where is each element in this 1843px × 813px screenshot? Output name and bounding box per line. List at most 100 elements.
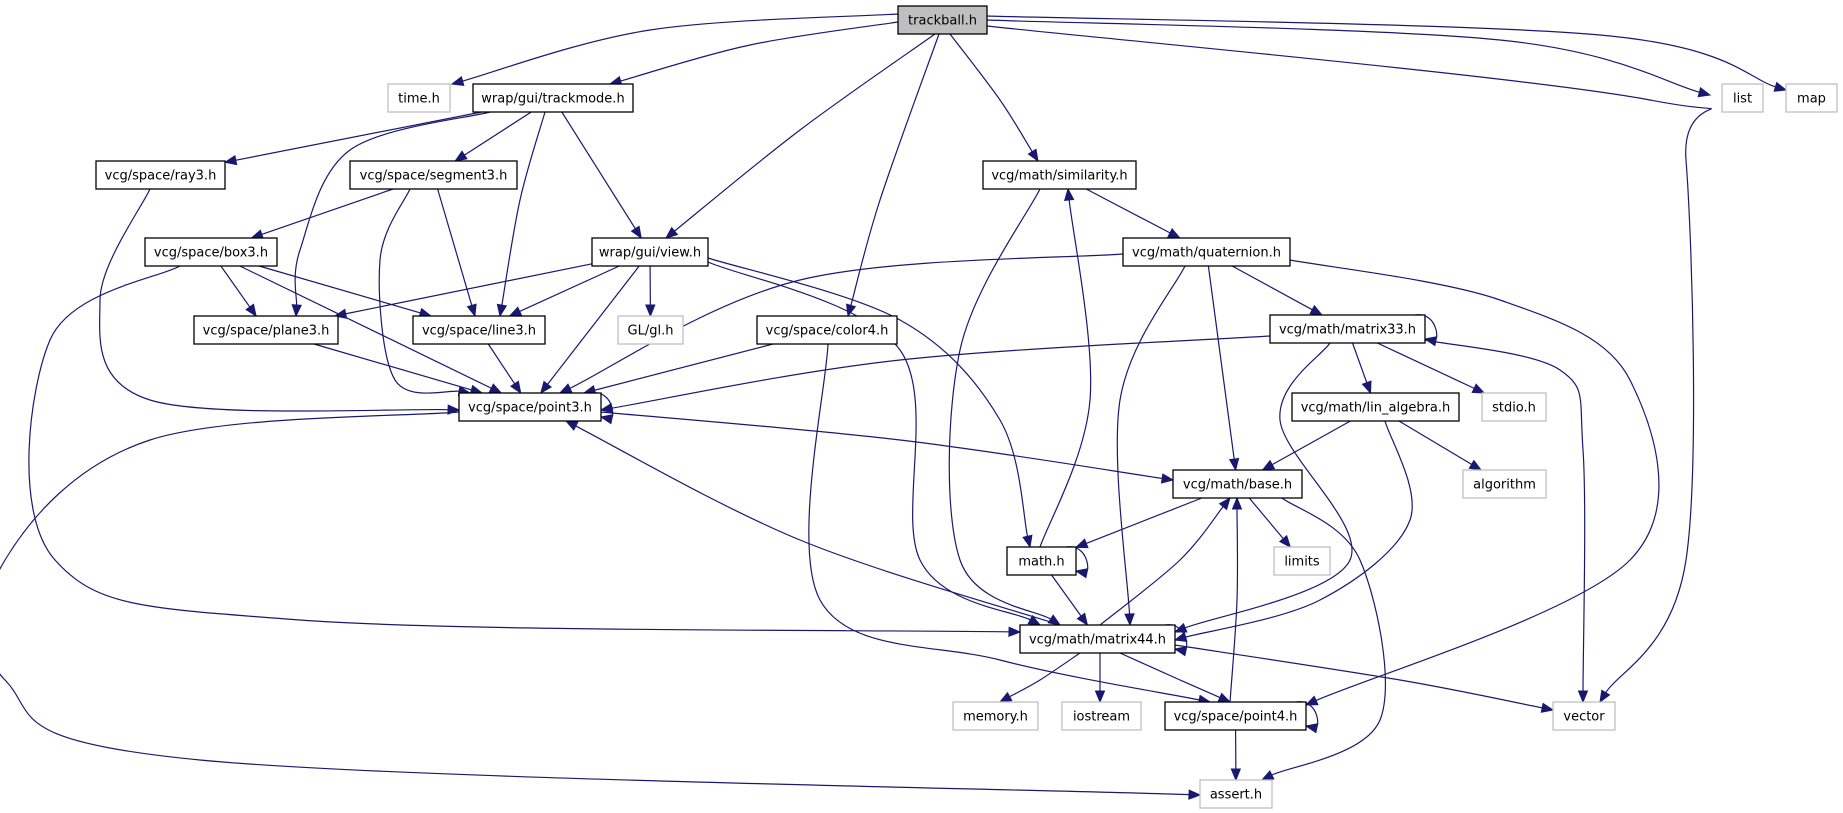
node-box xyxy=(591,237,709,267)
edge-line xyxy=(850,33,940,307)
node-label: vcg/space/segment3.h xyxy=(360,169,508,184)
edge-line xyxy=(313,343,473,391)
edge-color4-to-point3 xyxy=(582,343,774,396)
edge-point4-to-assert xyxy=(1230,729,1242,782)
edge-trackball-to-trackmode xyxy=(608,21,899,86)
node-point3[interactable]: vcg/space/point3.h xyxy=(458,392,602,422)
node-similarity[interactable]: vcg/math/similarity.h xyxy=(982,160,1137,190)
edge-trackball-to-similarity xyxy=(949,33,1039,163)
node-color4[interactable]: vcg/space/color4.h xyxy=(756,315,898,345)
node-trackball[interactable]: trackball.h xyxy=(897,5,988,35)
edge-trackball-to-time xyxy=(450,13,899,86)
node-base[interactable]: vcg/math/base.h xyxy=(1172,469,1303,499)
node-label: vcg/space/line3.h xyxy=(422,324,536,339)
edge-line xyxy=(1184,342,1353,629)
arrowhead-icon xyxy=(1228,457,1240,472)
edge-line xyxy=(260,188,394,236)
edge-line xyxy=(518,265,620,313)
arrowhead-icon xyxy=(510,380,522,395)
node-box xyxy=(1462,469,1547,499)
node-label: vcg/math/base.h xyxy=(1183,478,1292,493)
edge-line xyxy=(707,257,1029,538)
edge-line xyxy=(463,111,532,157)
node-box xyxy=(1785,83,1838,113)
node-label: GL/gl.h xyxy=(628,324,674,339)
node-trackmode[interactable]: wrap/gui/trackmode.h xyxy=(472,83,634,113)
arrowhead-icon xyxy=(291,304,302,318)
edge-line xyxy=(378,188,461,394)
edge-line xyxy=(1174,644,1544,709)
node-segment3[interactable]: vcg/space/segment3.h xyxy=(349,160,518,190)
node-label: math.h xyxy=(1018,555,1064,570)
node-label: vcg/space/point4.h xyxy=(1174,710,1298,725)
arrowhead-icon xyxy=(1022,534,1033,549)
edge-line xyxy=(574,424,1061,626)
edge-line xyxy=(437,188,473,307)
node-label: vcg/math/lin_algebra.h xyxy=(1301,401,1451,416)
edge-math-to-matrix44 xyxy=(1051,574,1089,627)
node-box xyxy=(982,160,1137,190)
node-lin_algebra[interactable]: vcg/math/lin_algebra.h xyxy=(1291,392,1460,422)
edge-line3-to-point3 xyxy=(487,343,522,395)
arrowhead-icon xyxy=(1167,228,1181,239)
edge-trackmode-to-ray3 xyxy=(223,111,482,166)
node-line3[interactable]: vcg/space/line3.h xyxy=(412,315,546,345)
edge-line xyxy=(1351,342,1368,384)
node-box xyxy=(1019,624,1176,654)
edge-math-to-similarity xyxy=(1039,187,1092,548)
edge-line xyxy=(1207,265,1235,461)
edge-view-to-point3 xyxy=(539,265,640,395)
edge-line xyxy=(294,111,491,307)
edge-matrix33-to-point3 xyxy=(599,335,1271,414)
arrowhead-icon xyxy=(1599,689,1611,704)
node-box xyxy=(458,392,602,422)
arrowhead-icon xyxy=(1074,568,1089,579)
edge-view-to-matrix44 xyxy=(707,261,1042,626)
node-label: time.h xyxy=(398,92,440,107)
arrowhead-icon xyxy=(1124,613,1135,627)
edge-line xyxy=(986,19,1701,94)
edge-line xyxy=(0,411,1191,796)
edge-line xyxy=(239,265,493,390)
edge-line xyxy=(487,343,516,385)
edge-box3-to-plane3 xyxy=(220,265,257,318)
arrowhead-icon xyxy=(1773,81,1788,92)
edge-trackmode-to-segment3 xyxy=(454,111,532,162)
arrowhead-icon xyxy=(1471,383,1486,394)
edge-matrix44-to-base xyxy=(1099,496,1231,626)
node-box3[interactable]: vcg/space/box3.h xyxy=(144,237,278,267)
arrowhead-icon xyxy=(1309,304,1324,316)
edge-line xyxy=(619,21,899,82)
edge-line xyxy=(1085,497,1203,545)
node-box xyxy=(387,83,451,113)
node-box xyxy=(1481,392,1547,422)
edge-lin_algebra-to-matrix44 xyxy=(1173,420,1413,642)
arrowhead-icon xyxy=(1260,770,1275,781)
node-view[interactable]: wrap/gui/view.h xyxy=(591,237,709,267)
arrowhead-icon xyxy=(1094,690,1106,704)
arrowhead-icon xyxy=(630,225,642,240)
arrowhead-icon xyxy=(998,691,1013,703)
node-point4[interactable]: vcg/space/point4.h xyxy=(1164,701,1307,731)
node-quaternion[interactable]: vcg/math/quaternion.h xyxy=(1122,237,1291,267)
edge-line xyxy=(1248,497,1285,540)
node-ray3[interactable]: vcg/space/ray3.h xyxy=(95,160,226,190)
node-label: vcg/space/plane3.h xyxy=(203,324,330,339)
node-label: vector xyxy=(1563,710,1605,725)
edge-line xyxy=(600,411,1164,480)
node-box xyxy=(1006,546,1077,576)
node-math[interactable]: math.h xyxy=(1006,546,1077,576)
arrowhead-icon xyxy=(539,380,552,395)
arrowhead-icon xyxy=(1064,187,1075,201)
node-matrix33[interactable]: vcg/math/matrix33.h xyxy=(1269,314,1426,344)
node-matrix44[interactable]: vcg/math/matrix44.h xyxy=(1019,624,1176,654)
edge-line xyxy=(1271,420,1351,466)
edge-base-to-limits xyxy=(1248,497,1292,549)
edge-matrix33-to-lin_algebra xyxy=(1351,342,1372,395)
node-plane3[interactable]: vcg/space/plane3.h xyxy=(193,315,339,345)
node-label: assert.h xyxy=(1210,788,1262,803)
node-box xyxy=(617,315,684,345)
arrowhead-icon xyxy=(1008,626,1022,638)
edge-line xyxy=(707,261,1032,621)
arrowhead-icon xyxy=(1468,459,1483,471)
